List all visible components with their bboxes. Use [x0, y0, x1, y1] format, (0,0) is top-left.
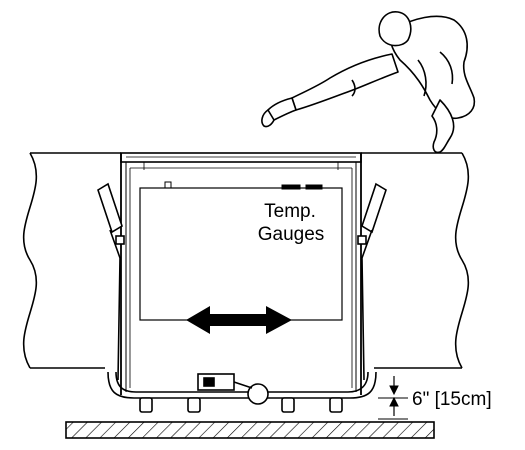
gauges-label-line2: Gauges [258, 224, 325, 245]
operator-figure-icon [261, 11, 476, 154]
left-handle [97, 182, 125, 381]
gauges-label-line1: Temp. [264, 201, 316, 222]
cart-base [107, 371, 377, 413]
oven-frame [120, 152, 362, 395]
right-handle [357, 182, 387, 381]
hatched-floor-icon [65, 421, 435, 439]
clearance-label: 6" [15cm] [412, 389, 492, 410]
clearance-dimension [378, 376, 408, 420]
counter-outline [23, 152, 469, 369]
double-arrow-icon [186, 306, 292, 334]
